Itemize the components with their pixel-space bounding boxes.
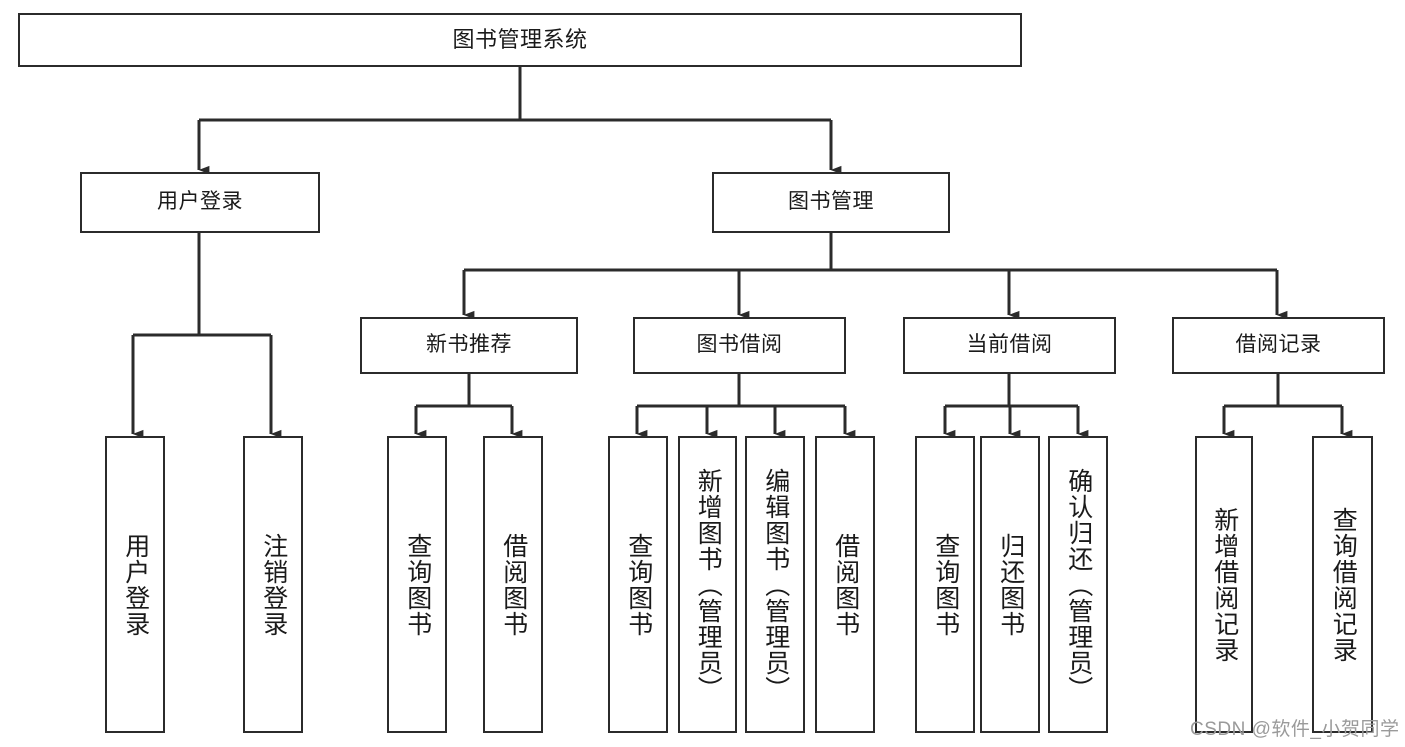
node-label: 图书管理系统: [452, 27, 588, 53]
node-label: 归还图书: [996, 532, 1025, 637]
node-leaf-query-book[interactable]: 查询图书: [608, 436, 668, 733]
node-label: 确认归还（管理员）: [1064, 467, 1093, 702]
node-leaf-add-book-admin[interactable]: 新增图书（管理员）: [678, 436, 737, 733]
node-leaf-confirm-return-admin[interactable]: 确认归还（管理员）: [1048, 436, 1108, 733]
watermark-text: CSDN @软件_小贺同学: [1190, 719, 1400, 740]
node-leaf-borrow-book[interactable]: 借阅图书: [815, 436, 875, 733]
node-label: 新书推荐: [426, 333, 512, 357]
node-label: 编辑图书（管理员）: [761, 467, 790, 702]
node-label: 查询图书: [403, 532, 432, 637]
node-label: 查询图书: [624, 532, 653, 637]
node-label: 查询图书: [931, 532, 960, 637]
node-label: 查询借阅记录: [1329, 506, 1358, 663]
node-label: 用户登录: [121, 532, 150, 637]
node-label: 借阅图书: [831, 532, 860, 637]
node-leaf-add-borrow-record[interactable]: 新增借阅记录: [1195, 436, 1253, 733]
node-leaf-return-book[interactable]: 归还图书: [980, 436, 1040, 733]
node-borrow-record[interactable]: 借阅记录: [1172, 317, 1385, 374]
node-leaf-query-borrow-record[interactable]: 查询借阅记录: [1312, 436, 1373, 733]
node-label: 图书管理: [788, 190, 874, 214]
node-current-borrow[interactable]: 当前借阅: [903, 317, 1116, 374]
node-label: 新增图书（管理员）: [694, 467, 723, 702]
node-label: 借阅图书: [499, 532, 528, 637]
node-leaf-query-book-recommendation[interactable]: 查询图书: [387, 436, 447, 733]
node-label: 图书借阅: [696, 333, 783, 357]
node-label: 用户登录: [157, 190, 243, 214]
node-book-borrow[interactable]: 图书借阅: [633, 317, 846, 374]
node-leaf-user-login[interactable]: 用户登录: [105, 436, 165, 733]
node-user-login[interactable]: 用户登录: [80, 172, 320, 233]
node-leaf-borrow-book-recommendation[interactable]: 借阅图书: [483, 436, 543, 733]
node-label: 借阅记录: [1235, 333, 1322, 357]
node-label: 注销登录: [259, 532, 288, 637]
node-book-management[interactable]: 图书管理: [712, 172, 950, 233]
csdn-watermark: CSDN @软件_小贺同学: [1190, 714, 1399, 741]
node-label: 新增借阅记录: [1210, 506, 1239, 663]
node-leaf-edit-book-admin[interactable]: 编辑图书（管理员）: [745, 436, 805, 733]
node-new-book-recommendation[interactable]: 新书推荐: [360, 317, 578, 374]
node-root-book-management-system[interactable]: 图书管理系统: [18, 13, 1022, 67]
node-leaf-logout-login[interactable]: 注销登录: [243, 436, 303, 733]
node-label: 当前借阅: [966, 333, 1053, 357]
node-leaf-query-book-current[interactable]: 查询图书: [915, 436, 975, 733]
